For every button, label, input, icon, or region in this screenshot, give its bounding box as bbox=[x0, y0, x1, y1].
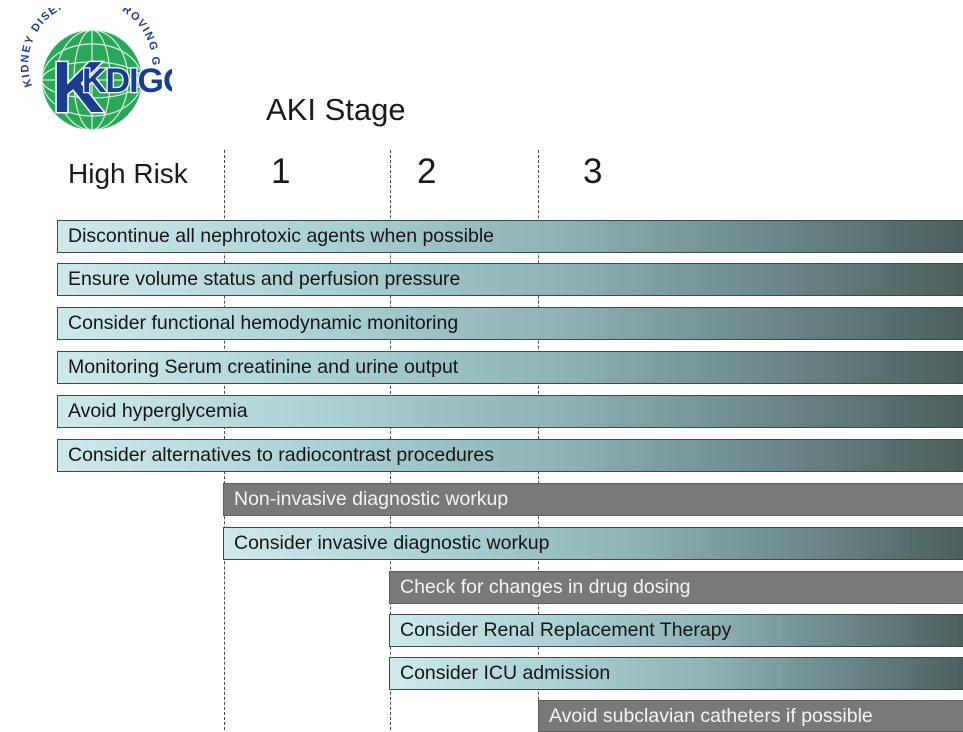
recommendation-bar: Non-invasive diagnostic workup bbox=[223, 483, 963, 516]
column-stage-2: 2 bbox=[417, 152, 437, 191]
column-stage-3: 3 bbox=[583, 152, 603, 191]
recommendation-bar: Discontinue all nephrotoxic agents when … bbox=[57, 220, 963, 253]
aki-stage-title: AKI Stage bbox=[266, 92, 406, 127]
recommendation-bar: Consider Renal Replacement Therapy bbox=[389, 614, 963, 647]
logo-letters: KDIGO bbox=[82, 62, 172, 100]
logo-k-letter: K bbox=[52, 48, 104, 128]
recommendation-bar: Consider invasive diagnostic workup bbox=[223, 527, 963, 560]
kdigo-logo: KIDNEY DISEASE · IMPROVING GLOBAL OUTCOM… bbox=[12, 8, 172, 131]
column-stage-1: 1 bbox=[271, 152, 291, 191]
recommendation-bar: Consider alternatives to radiocontrast p… bbox=[57, 439, 963, 472]
recommendation-bar: Monitoring Serum creatinine and urine ou… bbox=[57, 351, 963, 384]
recommendation-bar: Ensure volume status and perfusion press… bbox=[57, 263, 963, 296]
recommendation-bar: Consider ICU admission bbox=[389, 657, 963, 690]
recommendation-bar: Check for changes in drug dosing bbox=[389, 571, 963, 604]
recommendation-bar: Avoid hyperglycemia bbox=[57, 395, 963, 428]
recommendation-bar: Avoid subclavian catheters if possible bbox=[538, 700, 963, 732]
recommendation-bar: Consider functional hemodynamic monitori… bbox=[57, 307, 963, 340]
column-high-risk: High Risk bbox=[68, 158, 188, 189]
